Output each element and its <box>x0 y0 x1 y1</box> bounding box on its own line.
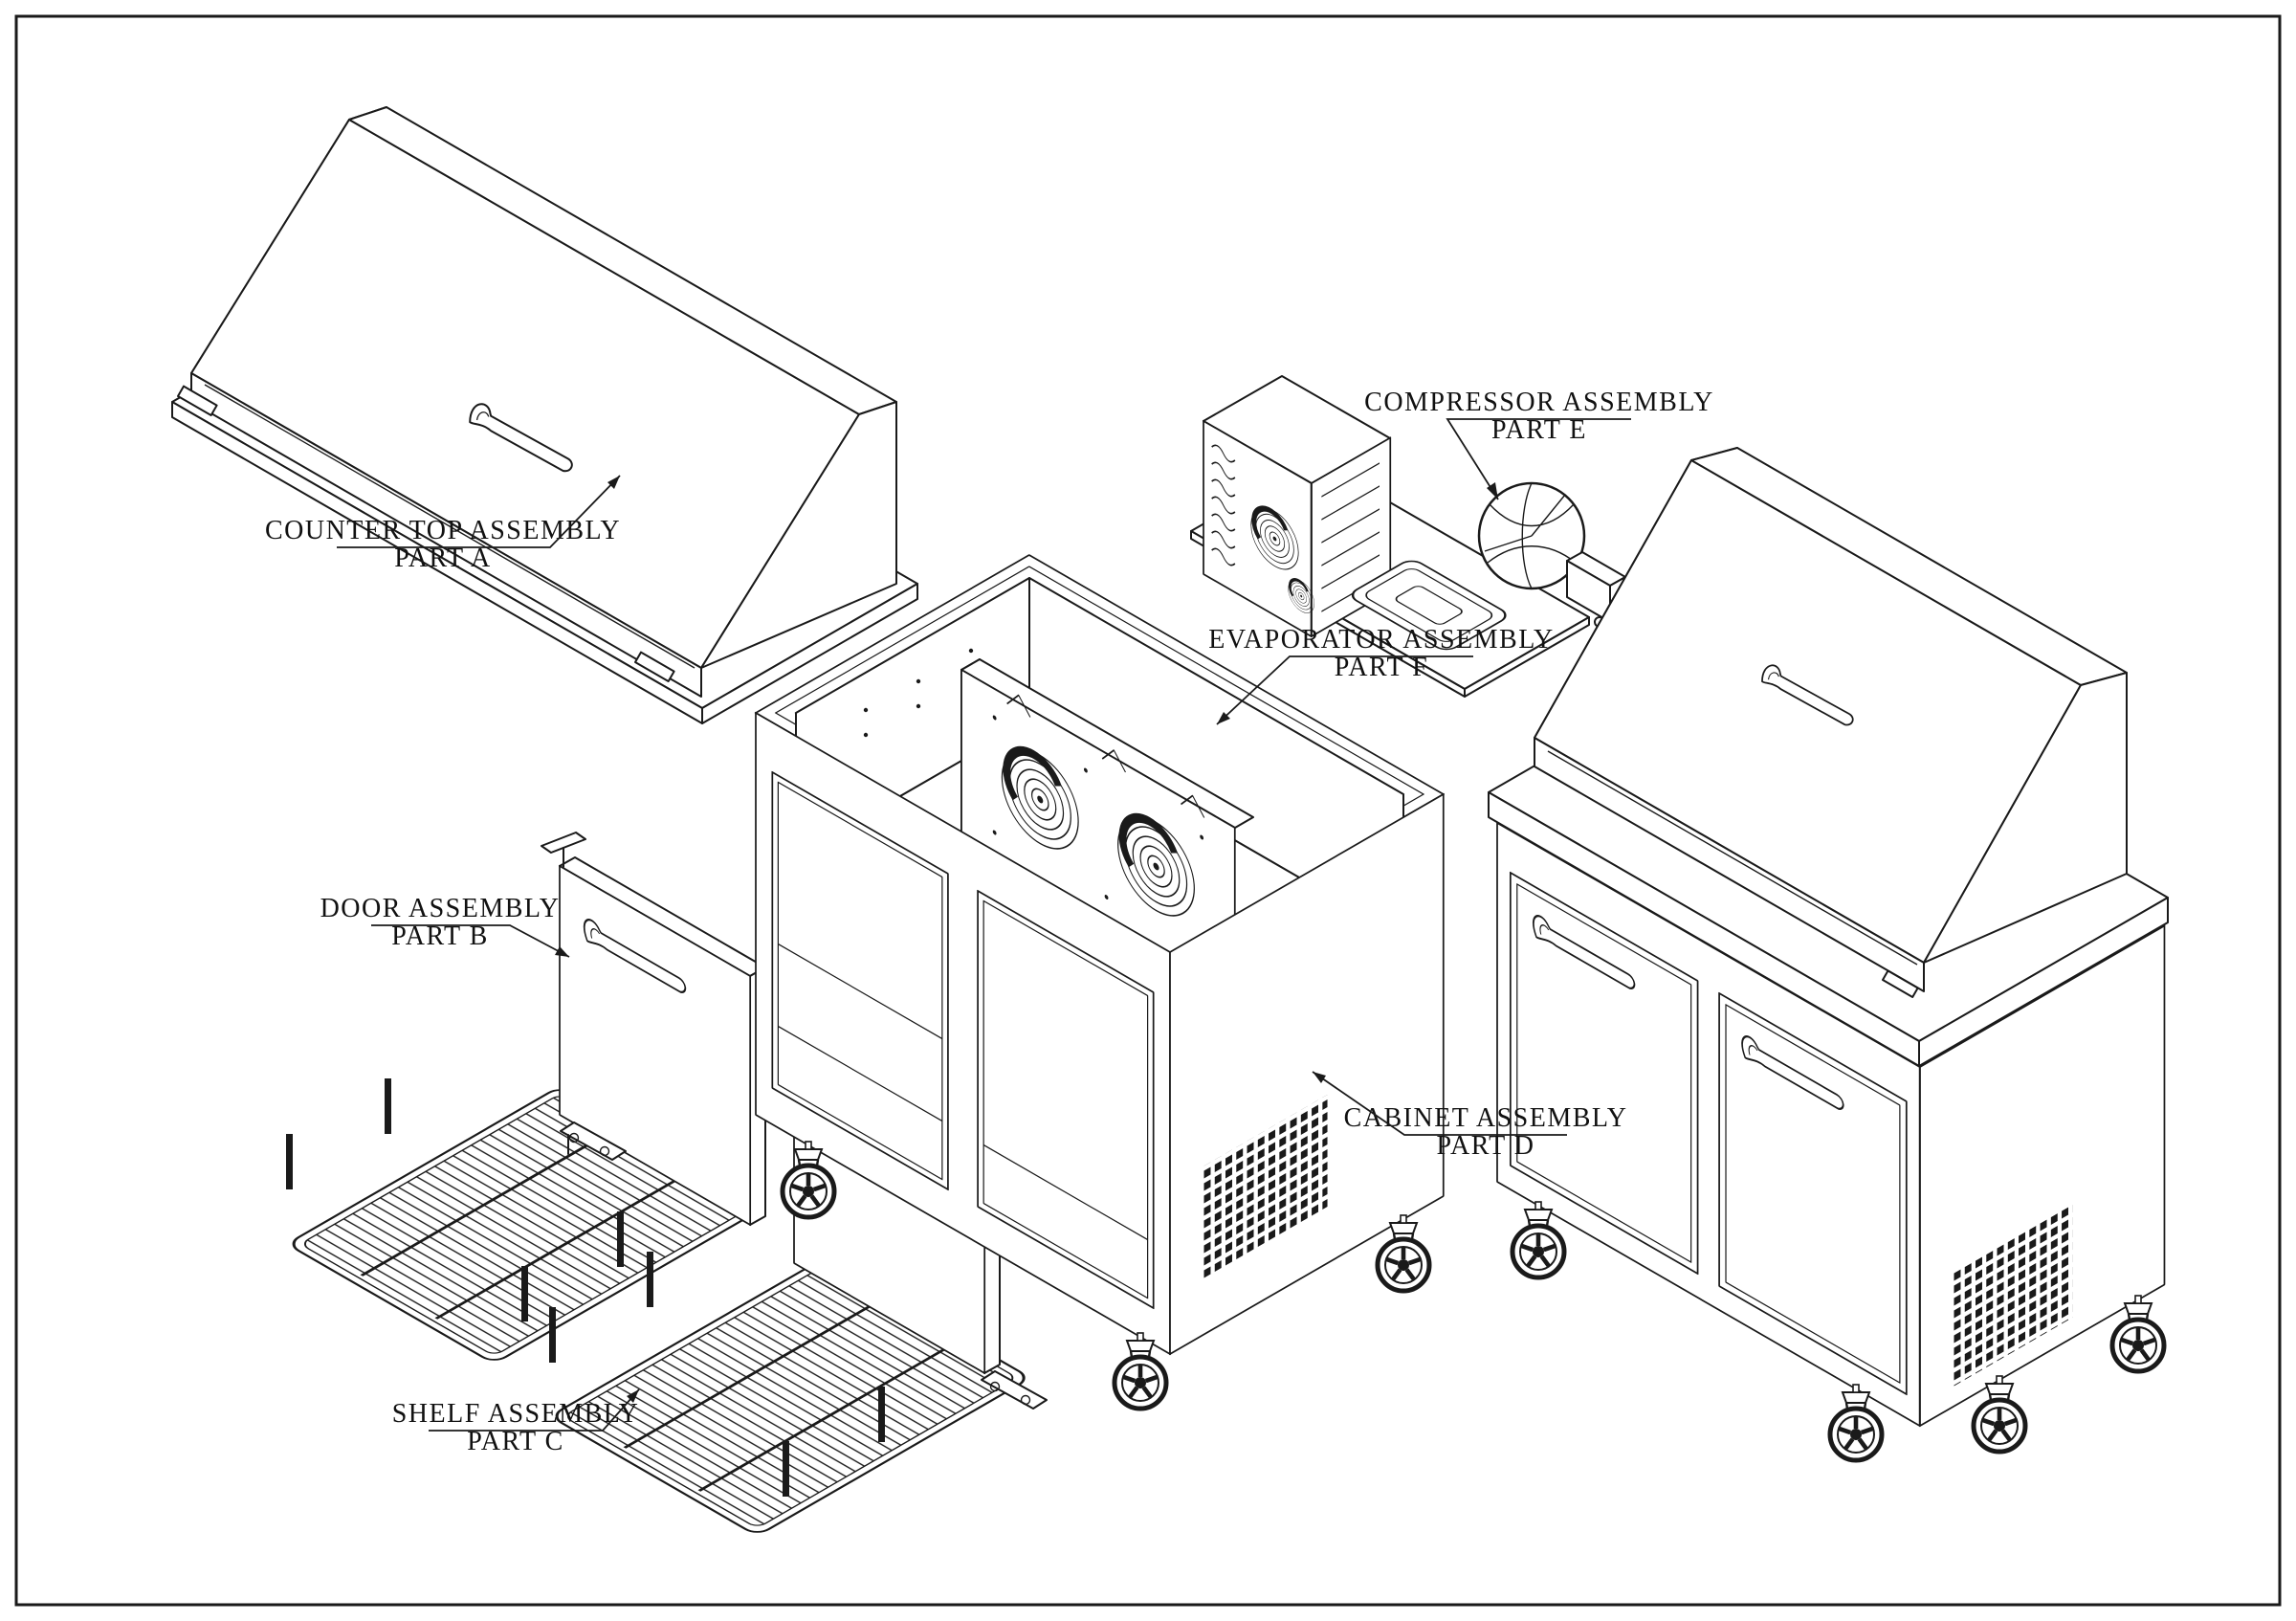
callout-part-b: DOOR ASSEMBLY PART B <box>320 894 570 958</box>
callout-part-f: EVAPORATOR ASSEMBLY PART F <box>1208 625 1555 725</box>
drawing-border <box>14 14 2282 1607</box>
part-e-title: COMPRESSOR ASSEMBLY <box>1364 388 1714 417</box>
part-c-part: PART C <box>467 1427 564 1456</box>
callout-part-a: COUNTER TOP ASSEMBLY PART A <box>265 475 621 573</box>
part-f-part: PART F <box>1335 653 1428 682</box>
callout-part-d: CABINET ASSEMBLY PART D <box>1312 1071 1628 1161</box>
part-b-title: DOOR ASSEMBLY <box>320 894 561 923</box>
part-f-title: EVAPORATOR ASSEMBLY <box>1208 625 1555 655</box>
part-a-part: PART A <box>394 544 492 573</box>
callout-part-c: SHELF ASSEMBLY PART C <box>392 1388 640 1456</box>
part-e-part: PART E <box>1491 415 1587 445</box>
part-b-part: PART B <box>391 922 489 951</box>
assembled-unit-drawing <box>1488 447 2169 1460</box>
counter-top-assembly-drawing <box>171 106 918 724</box>
callout-part-e: COMPRESSOR ASSEMBLY PART E <box>1364 388 1714 500</box>
part-c-title: SHELF ASSEMBLY <box>392 1399 640 1429</box>
part-a-title: COUNTER TOP ASSEMBLY <box>265 516 621 545</box>
part-d-part: PART D <box>1436 1131 1534 1161</box>
part-d-title: CABINET ASSEMBLY <box>1344 1103 1628 1133</box>
cabinet-assembly-drawing <box>754 554 1446 1409</box>
